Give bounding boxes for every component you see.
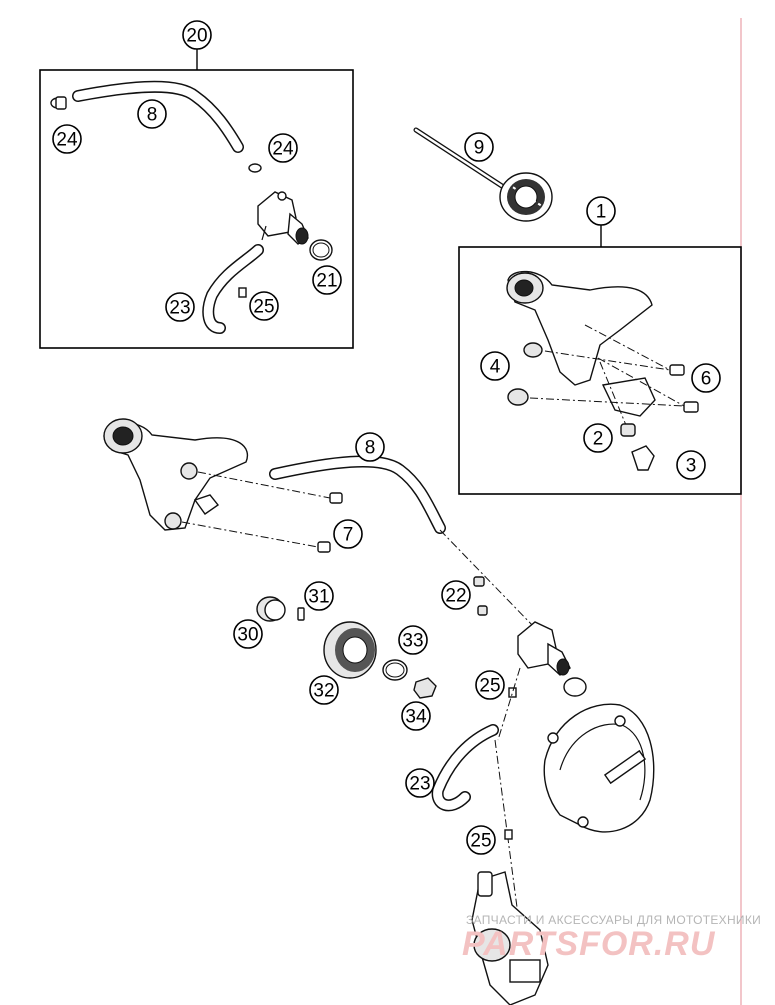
filter-parts: [256, 596, 437, 699]
svg-text:31: 31: [308, 587, 329, 608]
callout-25-top: 25: [249, 291, 279, 321]
svg-text:1: 1: [596, 202, 607, 223]
callout-22: 22: [441, 580, 471, 610]
callout-21: 21: [312, 265, 342, 295]
svg-text:34: 34: [405, 707, 427, 728]
svg-text:ЗАПЧАСТИ И АКСЕССУАРЫ ДЛЯ МОТО: ЗАПЧАСТИ И АКСЕССУАРЫ ДЛЯ МОТОТЕХНИКИ: [466, 913, 761, 927]
callout-7: 7: [333, 519, 363, 549]
callout-24-left: 24: [52, 124, 82, 154]
callout-6: 6: [691, 363, 721, 393]
svg-text:21: 21: [316, 271, 337, 292]
carburetor: [471, 871, 549, 1005]
callout-31: 31: [304, 581, 334, 611]
svg-text:6: 6: [701, 369, 712, 390]
main-fuel-hose-8: [269, 455, 536, 629]
callout-24-right: 24: [268, 133, 298, 163]
callout-23-bottom: 23: [405, 768, 435, 798]
callout-25-bottom: 25: [466, 825, 496, 855]
svg-text:3: 3: [686, 456, 697, 477]
callout-32: 32: [309, 675, 339, 705]
callout-8-top: 8: [137, 99, 167, 129]
svg-text:PARTSFOR.RU: PARTSFOR.RU: [462, 925, 716, 963]
svg-text:30: 30: [237, 625, 258, 646]
svg-text:33: 33: [402, 631, 423, 652]
callout-1: 1: [586, 196, 616, 226]
callout-30: 30: [233, 619, 263, 649]
svg-text:4: 4: [490, 357, 501, 378]
callout-2: 2: [583, 423, 613, 453]
callout-8-main: 8: [355, 432, 385, 462]
svg-text:9: 9: [474, 138, 485, 159]
assembly-box-20: [39, 48, 354, 349]
watermark: ЗАПЧАСТИ И АКСЕССУАРЫ ДЛЯ МОТОТЕХНИКИ PA…: [462, 913, 761, 963]
fuel-tank-main: [103, 418, 343, 553]
fuel-tap-main: [431, 576, 587, 931]
assembly-box-1: [458, 224, 742, 495]
callout-33: 33: [398, 625, 428, 655]
svg-text:25: 25: [470, 831, 491, 852]
svg-text:25: 25: [253, 297, 274, 318]
ignition-cover: [543, 703, 655, 833]
svg-text:24: 24: [56, 130, 78, 151]
callout-3: 3: [676, 450, 706, 480]
svg-text:23: 23: [169, 298, 190, 319]
svg-text:2: 2: [593, 429, 604, 450]
filler-cap-9: [413, 127, 553, 222]
svg-text:25: 25: [479, 676, 500, 697]
svg-text:24: 24: [272, 139, 294, 160]
svg-text:8: 8: [365, 438, 376, 459]
svg-text:22: 22: [445, 586, 466, 607]
fuel-tap-small: [257, 191, 309, 245]
callout-4: 4: [480, 351, 510, 381]
callout-9: 9: [464, 132, 494, 162]
svg-text:8: 8: [147, 105, 158, 126]
svg-text:7: 7: [343, 525, 354, 546]
callout-34: 34: [401, 701, 431, 731]
svg-text:23: 23: [409, 774, 430, 795]
svg-text:32: 32: [313, 681, 334, 702]
callout-25-mid: 25: [475, 670, 505, 700]
svg-text:20: 20: [186, 26, 207, 47]
callout-23-top: 23: [165, 292, 195, 322]
callout-20: 20: [182, 20, 212, 50]
